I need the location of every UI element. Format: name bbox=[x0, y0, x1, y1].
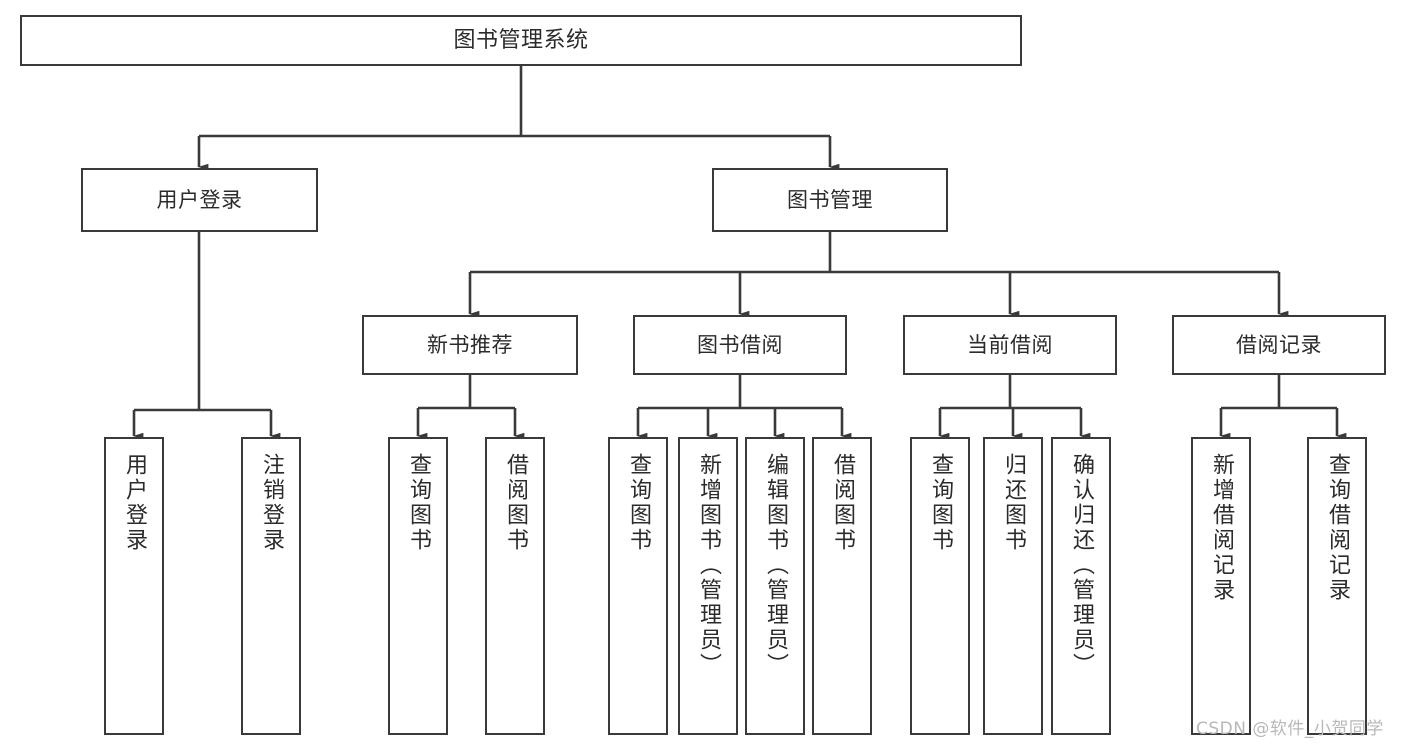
node-leaf-query-book-cur-label: 查询图书 bbox=[928, 453, 953, 553]
node-leaf-add-book-label: 新增图书（管理员） bbox=[696, 453, 721, 678]
node-root-图书管理系统[interactable]: 图书管理系统 bbox=[20, 15, 1022, 66]
node-current-borrow-label: 当前借阅 bbox=[967, 332, 1053, 357]
node-leaf-return-book[interactable]: 归还图书 bbox=[983, 437, 1043, 735]
node-leaf-logout-label: 注销登录 bbox=[259, 453, 284, 553]
node-book-manage-label: 图书管理 bbox=[787, 187, 873, 212]
node-leaf-user-login[interactable]: 用户登录 bbox=[104, 437, 164, 735]
node-book-borrow[interactable]: 图书借阅 bbox=[633, 315, 847, 375]
node-leaf-query-book-cur[interactable]: 查询图书 bbox=[910, 437, 970, 735]
node-leaf-edit-book[interactable]: 编辑图书（管理员） bbox=[745, 437, 805, 735]
node-leaf-query-book-rec[interactable]: 查询图书 bbox=[388, 437, 448, 735]
node-current-borrow[interactable]: 当前借阅 bbox=[903, 315, 1117, 375]
node-new-book-rec-label: 新书推荐 bbox=[427, 332, 513, 357]
node-leaf-add-record[interactable]: 新增借阅记录 bbox=[1191, 437, 1251, 735]
node-leaf-query-book-bor[interactable]: 查询图书 bbox=[608, 437, 668, 735]
node-leaf-borrow-book-rec[interactable]: 借阅图书 bbox=[485, 437, 545, 735]
node-borrow-record[interactable]: 借阅记录 bbox=[1172, 315, 1386, 375]
node-leaf-return-book-label: 归还图书 bbox=[1001, 453, 1026, 553]
node-leaf-confirm-return-label: 确认归还（管理员） bbox=[1069, 453, 1094, 678]
node-new-book-rec[interactable]: 新书推荐 bbox=[362, 315, 578, 375]
node-book-manage[interactable]: 图书管理 bbox=[712, 168, 948, 232]
node-book-borrow-label: 图书借阅 bbox=[697, 332, 783, 357]
node-leaf-query-book-rec-label: 查询图书 bbox=[406, 453, 431, 553]
node-leaf-edit-book-label: 编辑图书（管理员） bbox=[763, 453, 788, 678]
node-borrow-record-label: 借阅记录 bbox=[1236, 332, 1322, 357]
node-leaf-add-record-label: 新增借阅记录 bbox=[1209, 453, 1234, 603]
node-leaf-query-record-label: 查询借阅记录 bbox=[1325, 453, 1350, 603]
csdn-watermark: CSDN @软件_小贺同学 bbox=[1196, 719, 1384, 739]
node-leaf-logout[interactable]: 注销登录 bbox=[241, 437, 301, 735]
node-leaf-borrow-book-label: 借阅图书 bbox=[830, 453, 855, 553]
node-user-login-label: 用户登录 bbox=[156, 187, 243, 212]
node-leaf-add-book[interactable]: 新增图书（管理员） bbox=[678, 437, 738, 735]
node-leaf-confirm-return[interactable]: 确认归还（管理员） bbox=[1051, 437, 1111, 735]
node-leaf-borrow-book-rec-label: 借阅图书 bbox=[503, 453, 528, 553]
node-leaf-query-record[interactable]: 查询借阅记录 bbox=[1307, 437, 1367, 735]
node-leaf-user-login-label: 用户登录 bbox=[122, 453, 147, 553]
node-root-图书管理系统-label: 图书管理系统 bbox=[453, 27, 589, 53]
node-user-login[interactable]: 用户登录 bbox=[81, 168, 318, 232]
node-leaf-borrow-book[interactable]: 借阅图书 bbox=[812, 437, 872, 735]
node-leaf-query-book-bor-label: 查询图书 bbox=[626, 453, 651, 553]
